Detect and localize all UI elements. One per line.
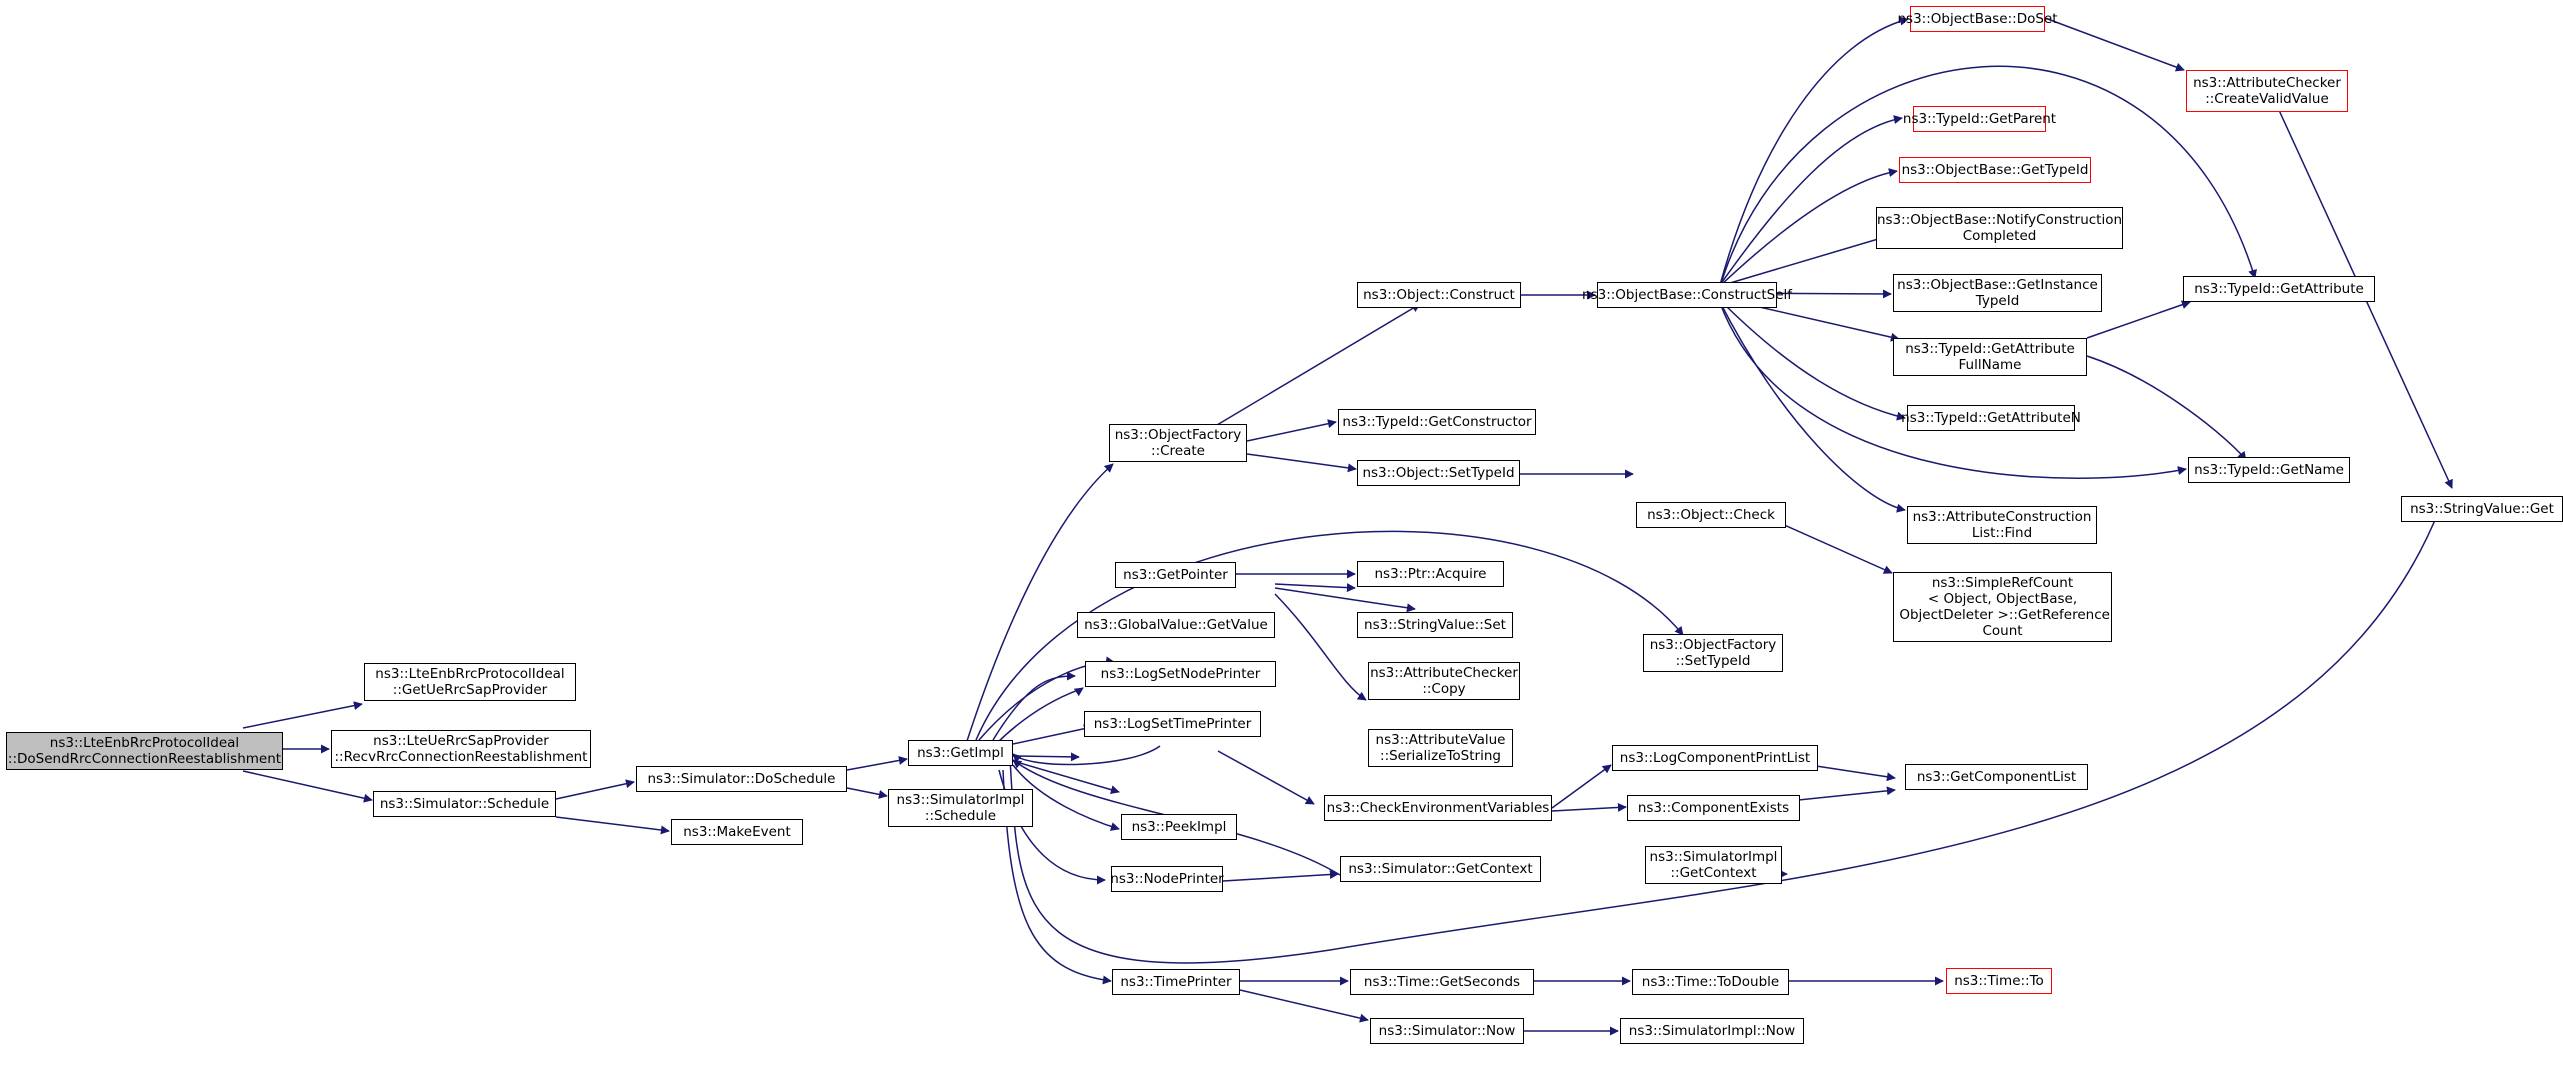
node-get-attribute[interactable]: ns3::TypeId::GetAttribute [2183,276,2375,302]
edge [1012,745,1161,766]
edge [1239,989,1369,1023]
edge [1815,765,1896,782]
edge [1274,583,1356,593]
edge [555,816,670,835]
node-sim-schedule[interactable]: ns3::Simulator::Schedule [373,791,556,817]
edge [1719,168,1898,287]
edge [1216,303,1421,426]
node-get-name[interactable]: ns3::TypeId::GetName [2188,457,2350,483]
edge [1551,764,1612,809]
edge [2044,17,2185,72]
node-attr-value-serialize[interactable]: ns3::AttributeValue ::SerializeToString [1368,729,1513,767]
node-simple-ref-count[interactable]: ns3::SimpleRefCount < Object, ObjectBase… [1893,572,2112,642]
edge [846,756,908,771]
node-obj-factory-create[interactable]: ns3::ObjectFactory ::Create [1109,424,1247,462]
node-time-to[interactable]: ns3::Time::To [1946,968,2052,994]
node-get-constructor[interactable]: ns3::TypeId::GetConstructor [1338,409,1536,435]
edge [242,770,373,803]
node-comp-exists[interactable]: ns3::ComponentExists [1627,795,1800,821]
edge [555,779,635,800]
node-of-set-type-id[interactable]: ns3::ObjectFactory ::SetTypeId [1643,634,1783,672]
edge [1274,587,1416,613]
node-create-valid-value[interactable]: ns3::AttributeChecker ::CreateValidValue [2186,70,2348,112]
node-log-set-time-printer[interactable]: ns3::LogSetTimePrinter [1084,711,1261,737]
edge [1719,16,1909,286]
node-check-env[interactable]: ns3::CheckEnvironmentVariables [1324,795,1552,821]
edge [1217,750,1315,805]
edge [1222,870,1339,882]
node-attr-constr-find[interactable]: ns3::AttributeConstruction List::Find [1907,506,2097,544]
edge [1012,752,1080,762]
node-obj-check[interactable]: ns3::Object::Check [1636,502,1786,528]
edge [1719,301,1906,513]
node-obj-set-type-id[interactable]: ns3::Object::SetTypeId [1357,460,1520,486]
node-log-comp-print-list[interactable]: ns3::LogComponentPrintList [1612,745,1818,771]
node-construct-self[interactable]: ns3::ObjectBase::ConstructSelf [1582,282,1792,308]
edge [2086,355,2247,461]
edge [1012,764,1120,831]
node-peek-impl[interactable]: ns3::PeekImpl [1121,814,1237,840]
edge [1719,302,2187,479]
node-do-set[interactable]: ns3::ObjectBase::DoSet [1897,6,2058,32]
node-ob-get-type-id[interactable]: ns3::ObjectBase::GetTypeId [1899,157,2091,183]
edge [846,787,888,799]
edge [1719,231,1896,287]
edge [1012,760,1120,795]
edge [1551,802,1627,812]
edge [1719,115,1903,286]
edge [1719,65,2257,288]
node-recv-rrc-conn[interactable]: ns3::LteUeRrcSapProvider ::RecvRrcConnec… [331,730,591,768]
node-get-parent[interactable]: ns3::TypeId::GetParent [1903,106,2056,132]
node-time-get-seconds[interactable]: ns3::Time::GetSeconds [1350,969,1534,995]
edge [966,463,1114,742]
node-sim-impl-now[interactable]: ns3::SimulatorImpl::Now [1620,1018,1804,1044]
node-time-printer[interactable]: ns3::TimePrinter [1112,969,1240,995]
edge [1246,453,1357,473]
node-obj-construct[interactable]: ns3::Object::Construct [1357,282,1521,308]
edge [1246,419,1337,442]
node-make-event[interactable]: ns3::MakeEvent [671,819,803,845]
node-attr-checker-copy[interactable]: ns3::AttributeChecker ::Copy [1368,662,1520,700]
edge [992,671,1076,741]
node-sim-get-context[interactable]: ns3::Simulator::GetContext [1340,856,1541,882]
edge [1008,507,2442,964]
edge [242,701,363,729]
node-log-set-node-printer[interactable]: ns3::LogSetNodePrinter [1085,661,1276,687]
node-sim-now[interactable]: ns3::Simulator::Now [1370,1018,1524,1044]
edge [994,687,1084,746]
node-get-attr-full-name[interactable]: ns3::TypeId::GetAttribute FullName [1893,338,2087,376]
node-ptr-acquire[interactable]: ns3::Ptr::Acquire [1357,561,1504,587]
node-get-ue-rrc-sap[interactable]: ns3::LteEnbRrcProtocolIdeal ::GetUeRrcSa… [364,663,576,701]
node-global-get-value[interactable]: ns3::GlobalValue::GetValue [1077,612,1275,638]
node-root[interactable]: ns3::LteEnbRrcProtocolIdeal ::DoSendRrcC… [6,732,283,770]
node-get-instance-type-id[interactable]: ns3::ObjectBase::GetInstance TypeId [1893,274,2102,312]
node-time-to-double[interactable]: ns3::Time::ToDouble [1632,969,1789,995]
edge [1012,724,1093,745]
edge [2086,300,2191,339]
node-node-printer[interactable]: ns3::NodePrinter [1110,866,1224,892]
edge [1274,593,1367,701]
node-sim-impl-get-context[interactable]: ns3::SimulatorImpl ::GetContext [1645,846,1782,884]
node-sim-impl-schedule[interactable]: ns3::SimulatorImpl ::Schedule [888,789,1033,827]
node-get-component-list[interactable]: ns3::GetComponentList [1905,764,2088,790]
edge [975,530,1684,741]
node-get-pointer[interactable]: ns3::GetPointer [1115,562,1236,588]
node-get-impl[interactable]: ns3::GetImpl [908,740,1013,766]
node-get-attr-n[interactable]: ns3::TypeId::GetAttributeN [1901,405,2081,431]
node-notify-construction[interactable]: ns3::ObjectBase::NotifyConstruction Comp… [1876,207,2123,249]
node-str-get[interactable]: ns3::StringValue::Get [2401,496,2563,522]
node-str-set[interactable]: ns3::StringValue::Set [1357,612,1513,638]
edge [1719,299,1906,421]
node-sim-do-schedule[interactable]: ns3::Simulator::DoSchedule [636,766,847,792]
